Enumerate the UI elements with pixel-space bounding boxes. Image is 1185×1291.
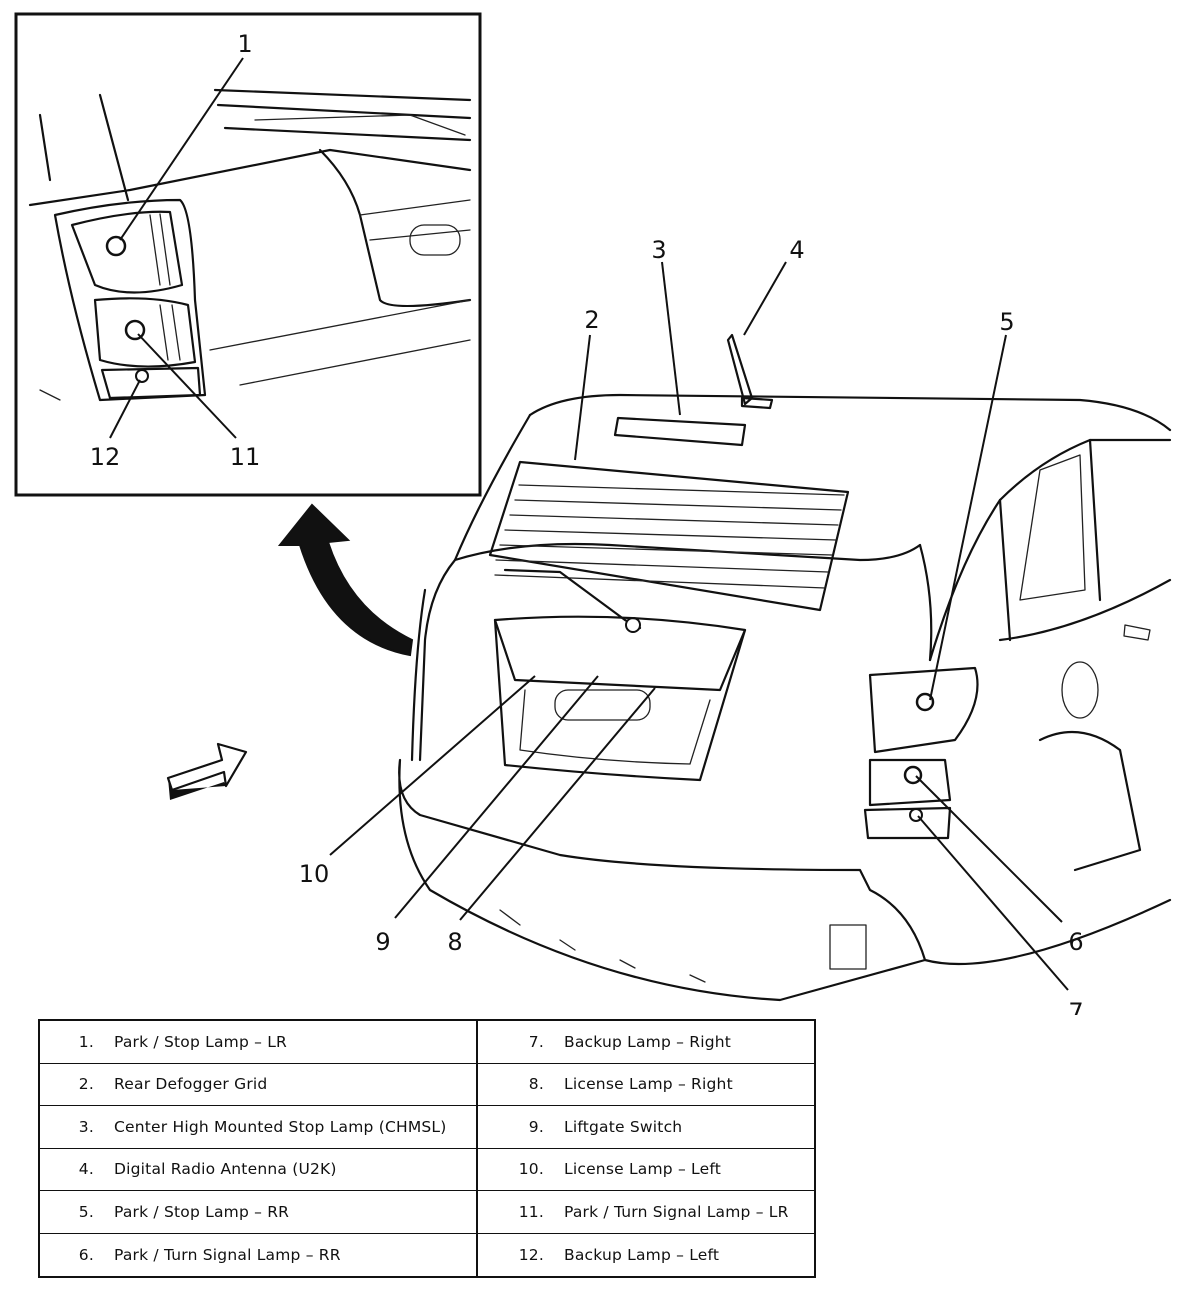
legend-item-9: 9.Liftgate Switch bbox=[478, 1106, 814, 1149]
legend-item-8: 8.License Lamp – Right bbox=[478, 1064, 814, 1106]
callout-1: 1 bbox=[237, 30, 252, 58]
legend-item-12: 12.Backup Lamp – Left bbox=[518, 1245, 720, 1264]
callout-10: 10 bbox=[299, 860, 330, 888]
callout-2: 2 bbox=[584, 306, 599, 334]
legend-item-2: 2.Rear Defogger Grid bbox=[40, 1063, 478, 1106]
leader-lines bbox=[329, 261, 1069, 991]
curved-arrow-icon bbox=[277, 503, 414, 657]
legend-item-1: 1.Park / Stop Lamp – LR bbox=[40, 1021, 478, 1064]
legend-item-4: 4.Digital Radio Antenna (U2K) bbox=[40, 1148, 478, 1191]
view-direction-arrow-icon bbox=[166, 742, 248, 800]
callout-12: 12 bbox=[90, 443, 121, 471]
vehicle-body bbox=[398, 333, 1172, 1002]
callout-11: 11 bbox=[230, 443, 261, 471]
callout-6: 6 bbox=[1068, 928, 1083, 956]
legend-item-5: 5.Park / Stop Lamp – RR bbox=[40, 1191, 478, 1234]
legend-item-6: 6.Park / Turn Signal Lamp – RR bbox=[40, 1233, 478, 1276]
callout-7: 7 bbox=[1068, 998, 1083, 1015]
legend-item-11: 11.Park / Turn Signal Lamp – LR bbox=[478, 1191, 814, 1234]
callout-5: 5 bbox=[999, 308, 1014, 336]
legend-item-3: 3.Center High Mounted Stop Lamp (CHMSL) bbox=[40, 1106, 478, 1149]
legend-item-10: 10.License Lamp – Left bbox=[478, 1149, 814, 1191]
callout-3: 3 bbox=[651, 236, 666, 264]
legend-table: 1.Park / Stop Lamp – LR 7.Backup Lamp – … bbox=[38, 1019, 816, 1278]
inset-detail-view bbox=[14, 12, 482, 497]
legend-item-7: 7.Backup Lamp – Right bbox=[478, 1021, 814, 1064]
vehicle-rear-diagram: 1 2 3 4 5 6 7 8 9 10 11 12 bbox=[14, 12, 1172, 1015]
callout-8: 8 bbox=[447, 928, 462, 956]
callout-4: 4 bbox=[789, 236, 804, 264]
callout-9: 9 bbox=[375, 928, 390, 956]
